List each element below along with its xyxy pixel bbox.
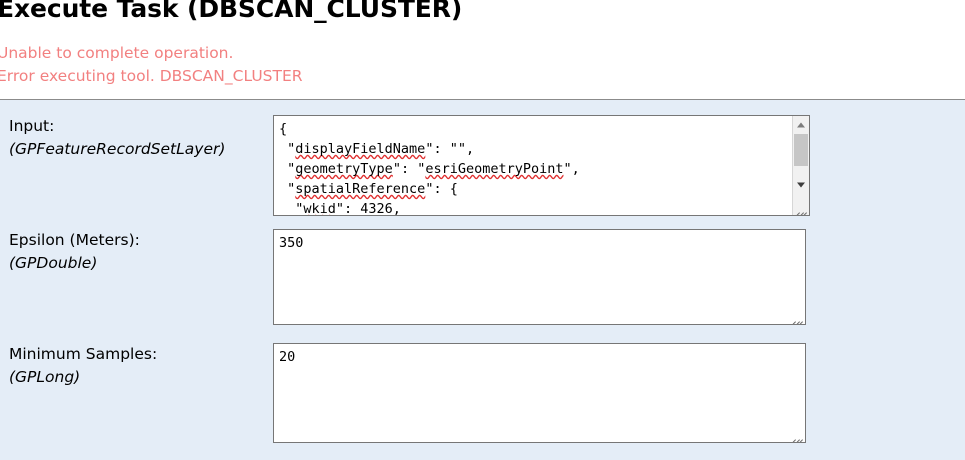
- minimum-samples-textarea[interactable]: 20: [273, 343, 806, 443]
- scroll-up-arrow-icon[interactable]: [793, 116, 809, 133]
- epsilon-textarea[interactable]: 350: [273, 229, 806, 325]
- epsilon-textarea-text[interactable]: 350: [279, 235, 304, 251]
- parameter-type-input: (GPFeatureRecordSetLayer): [9, 140, 226, 158]
- error-line-1: Unable to complete operation.: [0, 44, 234, 62]
- resize-grip-icon[interactable]: [791, 428, 804, 442]
- parameter-type-minimum-samples: (GPLong): [9, 368, 81, 386]
- parameter-label-minimum-samples: Minimum Samples: (GPLong): [9, 343, 264, 389]
- task-parameter-form: Input: (GPFeatureRecordSetLayer) { "disp…: [0, 100, 965, 460]
- error-line-2: Error executing tool. DBSCAN_CLUSTER: [0, 67, 303, 85]
- page-title: Execute Task (DBSCAN_CLUSTER): [0, 0, 463, 23]
- resize-grip-icon[interactable]: [791, 310, 804, 324]
- input-textarea[interactable]: { "displayFieldName": "", "geometryType"…: [273, 115, 810, 216]
- parameter-type-epsilon: (GPDouble): [9, 254, 98, 272]
- page-header: Execute Task (DBSCAN_CLUSTER) Unable to …: [0, 0, 965, 100]
- parameter-label-epsilon: Epsilon (Meters): (GPDouble): [9, 229, 264, 275]
- input-textarea-scrollbar[interactable]: [792, 116, 809, 215]
- parameter-name-epsilon: Epsilon (Meters):: [9, 231, 140, 249]
- parameter-name-minimum-samples: Minimum Samples:: [9, 345, 158, 363]
- error-message: Unable to complete operation. Error exec…: [0, 42, 303, 88]
- minimum-samples-textarea-text[interactable]: 20: [279, 349, 296, 365]
- scroll-down-arrow-icon[interactable]: [793, 176, 809, 193]
- input-textarea-text[interactable]: { "displayFieldName": "", "geometryType"…: [279, 121, 580, 216]
- parameter-name-input: Input:: [9, 117, 55, 135]
- scrollbar-thumb[interactable]: [794, 134, 808, 166]
- header-divider: [0, 99, 965, 100]
- parameter-label-input: Input: (GPFeatureRecordSetLayer): [9, 115, 264, 161]
